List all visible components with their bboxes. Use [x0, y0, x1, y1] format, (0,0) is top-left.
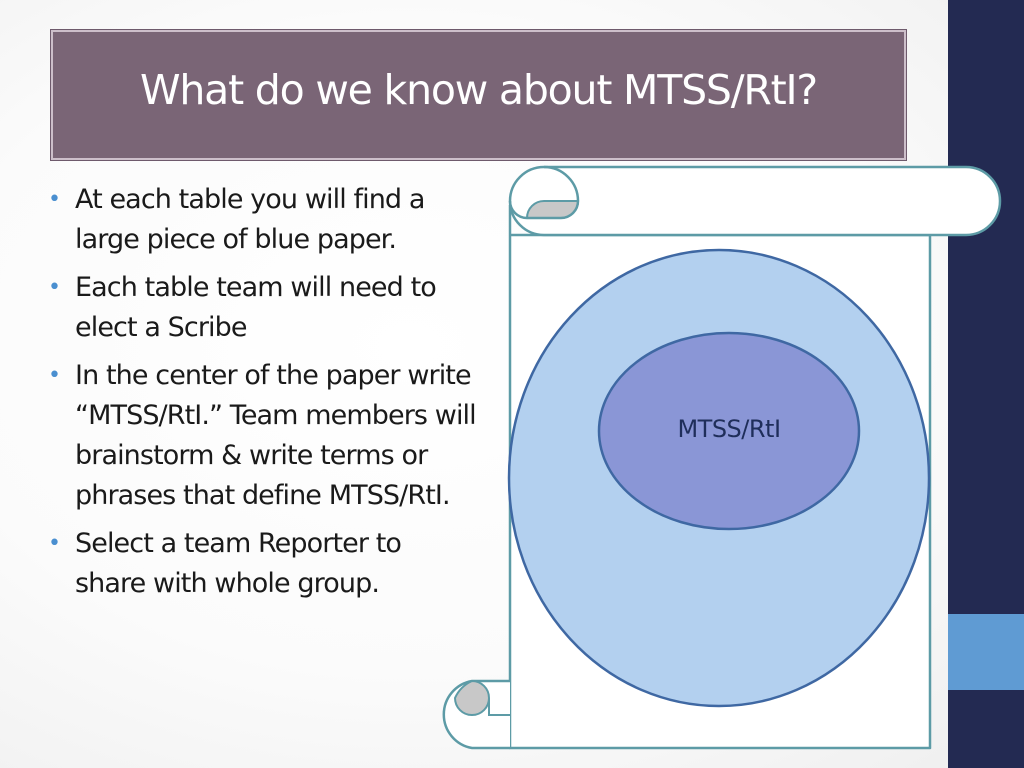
bullet-item: • At each table you will find a large pi…: [46, 180, 476, 260]
bullet-text: Select a team Reporter to share with who…: [75, 528, 402, 599]
bullet-item: • In the center of the paper write “MTSS…: [46, 356, 477, 516]
scroll-bottom-curl-line: [488, 698, 510, 716]
center-label: MTSS/RtI: [677, 415, 781, 443]
scroll-top-curl-inner: [508, 165, 580, 220]
bullet-item: • Select a team Reporter to share with w…: [46, 524, 476, 604]
bullet-icon: •: [48, 275, 61, 300]
bullet-icon: •: [48, 363, 61, 388]
sidebar-accent-block: [948, 614, 1024, 690]
bullet-icon: •: [48, 187, 61, 212]
title-bar: What do we know about MTSS/RtI?: [50, 29, 907, 161]
slide-title: What do we know about MTSS/RtI?: [140, 66, 818, 114]
bullet-item: • Each table team will need to elect a S…: [46, 268, 476, 348]
bullet-icon: •: [48, 531, 61, 556]
bullet-text: In the center of the paper write “MTSS/R…: [75, 360, 477, 511]
inner-oval: [597, 331, 861, 531]
scroll-top-roll: [508, 165, 1002, 237]
bullet-text: Each table team will need to elect a Scr…: [75, 272, 437, 343]
bullet-list: • At each table you will find a large pi…: [46, 180, 477, 612]
bullet-text: At each table you will find a large piec…: [75, 184, 425, 255]
scroll-bottom-curl: [453, 679, 491, 717]
